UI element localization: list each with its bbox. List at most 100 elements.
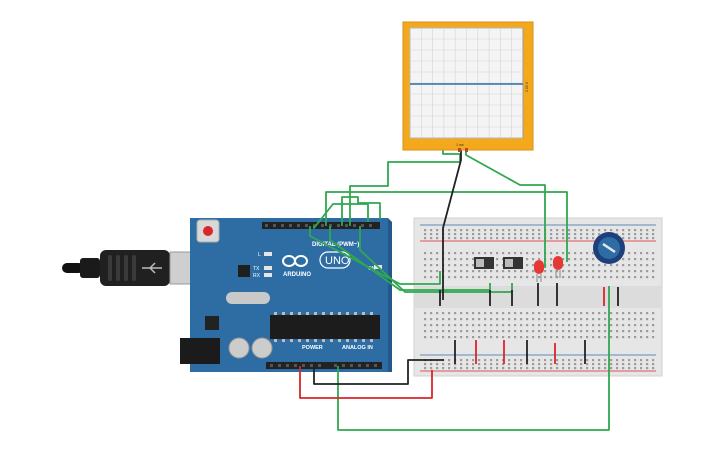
breadboard-hole [442, 336, 445, 339]
breadboard-hole [562, 312, 565, 315]
breadboard-hole [424, 252, 427, 255]
wire-5v[interactable] [299, 366, 433, 399]
usb-cable[interactable] [62, 250, 201, 286]
breadboard-hole [520, 252, 523, 255]
breadboard-hole [652, 363, 655, 366]
breadboard-hole [478, 330, 481, 333]
breadboard-hole [424, 336, 427, 339]
breadboard-hole [640, 324, 643, 327]
breadboard-hole [640, 270, 643, 273]
breadboard-hole [574, 264, 577, 267]
usb-plug-ridges [108, 255, 136, 281]
scope-probe-pin-2[interactable] [465, 148, 468, 152]
breadboard-hole [592, 324, 595, 327]
breadboard-hole [532, 359, 535, 362]
breadboard-hole [496, 324, 499, 327]
breadboard-hole [430, 233, 433, 236]
breadboard-hole [568, 270, 571, 273]
breadboard-hole [544, 330, 547, 333]
breadboard-hole [520, 363, 523, 366]
breadboard-hole [586, 363, 589, 366]
analog-header-label: ANALOG IN [342, 345, 373, 351]
breadboard-hole [568, 258, 571, 261]
wire-switch1-green[interactable] [329, 226, 491, 291]
breadboard-hole [466, 229, 469, 232]
breadboard-hole [652, 233, 655, 236]
breadboard-hole [484, 276, 487, 279]
breadboard-hole [424, 258, 427, 261]
breadboard-hole [460, 276, 463, 279]
breadboard-hole [454, 276, 457, 279]
arduino-board[interactable]: L TX RX ON DIGITAL (PWM~) POWER ANALOG I… [180, 218, 392, 372]
power-analog-header[interactable] [266, 362, 382, 369]
breadboard-hole [544, 312, 547, 315]
breadboard-hole [502, 312, 505, 315]
breadboard-hole [448, 270, 451, 273]
wire-switch-green[interactable] [309, 226, 441, 285]
breadboard-hole [556, 312, 559, 315]
breadboard-hole [610, 363, 613, 366]
breadboard-hole [592, 276, 595, 279]
potentiometer-icon[interactable] [593, 232, 625, 264]
scope-grid [409, 27, 523, 139]
breadboard-hole [592, 318, 595, 321]
breadboard-hole [574, 270, 577, 273]
breadboard-hole [466, 258, 469, 261]
led-red-2[interactable] [553, 256, 563, 278]
breadboard-hole [520, 233, 523, 236]
breadboard-hole [616, 276, 619, 279]
wire-pin-green-b [313, 203, 369, 229]
slide-switch-1[interactable] [474, 257, 494, 269]
wire-led2-green[interactable] [325, 191, 568, 262]
breadboard-hole [514, 359, 517, 362]
breadboard-hole [598, 336, 601, 339]
breadboard-hole [478, 359, 481, 362]
breadboard-hole [538, 324, 541, 327]
breadboard-hole [592, 258, 595, 261]
breadboard-hole [484, 270, 487, 273]
breadboard-hole [568, 252, 571, 255]
breadboard-hole [640, 367, 643, 370]
breadboard-hole [568, 359, 571, 362]
wire-scope-ground[interactable] [442, 150, 462, 300]
scope-probe-pin-1[interactable] [458, 148, 461, 152]
breadboard-hole [436, 264, 439, 267]
breadboard-hole [646, 270, 649, 273]
power-jack[interactable] [180, 338, 220, 364]
wires[interactable] [299, 150, 619, 431]
breadboard-hole [472, 330, 475, 333]
breadboard-hole [634, 318, 637, 321]
oscilloscope[interactable]: 1 ms 2.00 V [402, 21, 534, 152]
wire-gnd[interactable] [313, 359, 444, 385]
breadboard-hole [550, 367, 553, 370]
breadboard-hole [640, 252, 643, 255]
wire-switch2-green[interactable] [359, 226, 513, 293]
breadboard-hole [496, 270, 499, 273]
breadboard-hole [616, 270, 619, 273]
breadboard-hole [466, 318, 469, 321]
breadboard-hole [466, 270, 469, 273]
breadboard-hole [514, 312, 517, 315]
breadboard-hole [496, 229, 499, 232]
breadboard-hole [472, 336, 475, 339]
slide-switch-2[interactable] [503, 257, 523, 269]
breadboard-hole [652, 252, 655, 255]
breadboard-hole [454, 336, 457, 339]
breadboard-hole [424, 264, 427, 267]
breadboard-hole [580, 359, 583, 362]
led-red-1[interactable] [534, 260, 544, 282]
breadboard-hole [478, 233, 481, 236]
breadboard-hole [640, 237, 643, 240]
wire-led1-green[interactable] [465, 150, 546, 268]
breadboard-hole [532, 367, 535, 370]
breadboard-hole [544, 324, 547, 327]
breadboard-hole [508, 330, 511, 333]
wire-scope-signal[interactable] [349, 150, 461, 226]
breadboard-hole [586, 252, 589, 255]
breadboard-hole [568, 312, 571, 315]
breadboard-hole [472, 252, 475, 255]
breadboard-hole [562, 330, 565, 333]
breadboard-hole [652, 276, 655, 279]
breadboard-hole [526, 363, 529, 366]
